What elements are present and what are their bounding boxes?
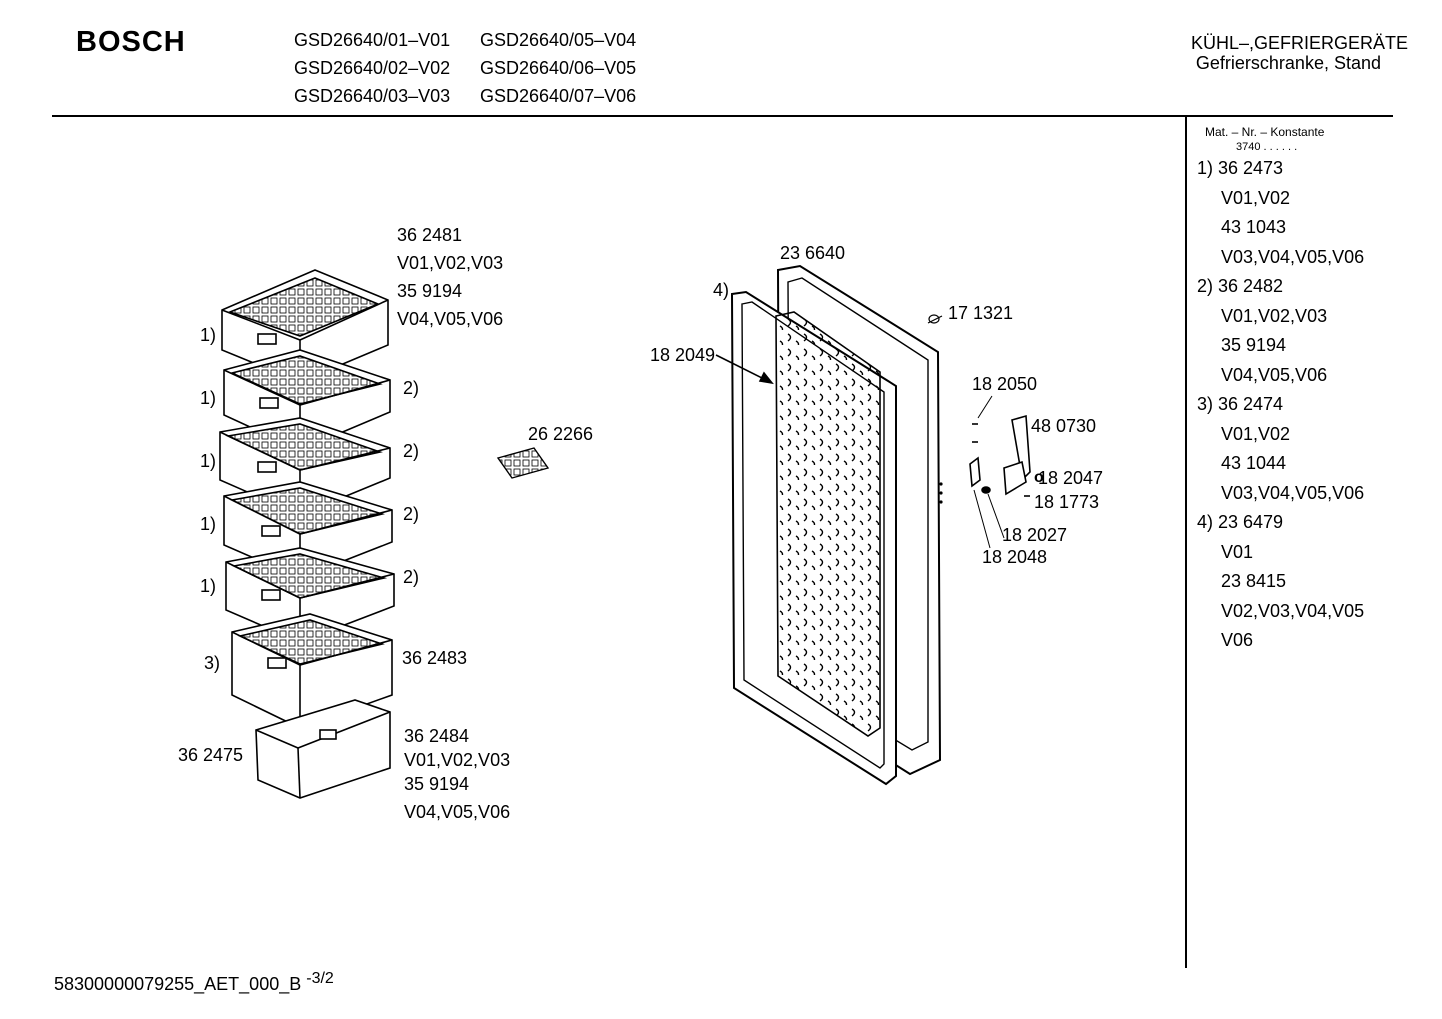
model-number: GSD26640/03–V03 xyxy=(294,86,451,106)
bottom-bin xyxy=(255,699,391,799)
drawer-top-label: 36 2481 V01,V02,V03 35 9194 V04,V05,V06 xyxy=(397,221,503,333)
drawer-deep xyxy=(231,613,393,729)
legend-line: V01,V02 xyxy=(1221,187,1291,208)
legend-line: V02,V03,V04,V05 xyxy=(1221,600,1365,621)
part-label-182048: 18 2048 xyxy=(982,547,1048,567)
part-label-480730: 48 0730 xyxy=(1031,416,1097,436)
legend-line: 43 1043 xyxy=(1221,217,1287,237)
document-number: 58300000079255_AET_000_B xyxy=(54,974,302,994)
drawer-shelf xyxy=(221,269,389,383)
legend-line: 23 8415 xyxy=(1221,571,1287,591)
legend-line: 1) 36 2473 xyxy=(1197,158,1284,178)
hinge-assembly xyxy=(969,395,1031,549)
ref-label-2: 2) xyxy=(403,567,420,587)
legend-line: V03,V04,V05,V06 xyxy=(1221,246,1365,267)
part-label-171321: 17 1321 xyxy=(948,303,1014,323)
part-label-362483: 36 2483 xyxy=(402,648,468,668)
part-label-262266: 26 2266 xyxy=(528,424,594,444)
variant-list: V04,V05,V06 xyxy=(397,309,504,329)
legend-line: V01 xyxy=(1221,541,1254,562)
screw-icon xyxy=(927,314,943,324)
washer-icon: o xyxy=(1034,469,1044,486)
page-number: -3/2 xyxy=(306,970,334,987)
model-list-col2: GSD26640/05–V04 GSD26640/06–V05 GSD26640… xyxy=(480,26,636,110)
ref-label-1: 1) xyxy=(200,388,217,408)
part-number: 35 9194 xyxy=(397,281,463,301)
variant-list: V04,V05,V06 xyxy=(404,802,511,822)
drawer-shelf xyxy=(225,547,395,643)
legend-line: V04,V05,V06 xyxy=(1221,364,1328,385)
drawer-stack xyxy=(219,269,395,799)
legend-line: V03,V04,V05,V06 xyxy=(1221,482,1365,503)
legend-constant: 3740 . . . . . . xyxy=(1236,141,1298,153)
part-label-362484: 36 2484 V01,V02,V03 35 9194 V04,V05,V06 xyxy=(404,724,510,824)
brand-logo: BOSCH xyxy=(76,26,186,58)
legend-line: V01,V02 xyxy=(1221,423,1291,444)
freezer-door xyxy=(730,264,943,786)
legend-line: 2) 36 2482 xyxy=(1197,276,1284,296)
ref-label-1: 1) xyxy=(200,514,217,534)
part-label-182049: 18 2049 xyxy=(650,345,716,365)
part-label-182047: 18 2047 xyxy=(1038,468,1104,488)
ref-label-1: 1) xyxy=(200,325,217,345)
model-list-col1: GSD26640/01–V01 GSD26640/02–V02 GSD26640… xyxy=(294,26,450,110)
model-number: GSD26640/07–V06 xyxy=(480,86,637,106)
legend-line: 3) 36 2474 xyxy=(1197,394,1284,414)
part-label-182027: 18 2027 xyxy=(1002,525,1068,545)
ref-label-1: 1) xyxy=(200,451,217,471)
variant-list: V01,V02,V03 xyxy=(397,253,504,273)
legend-header: Mat. – Nr. – Konstante xyxy=(1205,125,1325,139)
ref-label-4: 4) xyxy=(713,280,730,300)
part-label-181773: 18 1773 xyxy=(1034,492,1100,512)
model-number: GSD26640/06–V05 xyxy=(480,58,637,78)
appliance-category: KÜHL–,GEFRIERGERÄTE Gefrierschranke, Sta… xyxy=(1191,33,1408,73)
footer-doc-id: 58300000079255_AET_000_B -3/2 xyxy=(54,970,334,995)
legend-line: 43 1044 xyxy=(1221,453,1287,473)
model-number: GSD26640/01–V01 xyxy=(294,30,451,50)
category-subtitle: Gefrierschranke, Stand xyxy=(1195,53,1381,73)
legend-line: 35 9194 xyxy=(1221,335,1287,355)
part-label-236640: 23 6640 xyxy=(780,243,846,263)
model-number: GSD26640/02–V02 xyxy=(294,58,451,78)
part-label-362475: 36 2475 xyxy=(178,745,244,765)
model-number: GSD26640/05–V04 xyxy=(480,30,637,50)
legend-line: V06 xyxy=(1221,630,1254,650)
variant-list: V01,V02,V03 xyxy=(404,750,511,770)
part-number: 36 2481 xyxy=(397,225,463,245)
gasket-arrow xyxy=(715,354,774,385)
part-number: 35 9194 xyxy=(404,774,470,794)
ref-label-1: 1) xyxy=(200,576,217,596)
part-label-182050: 18 2050 xyxy=(972,374,1038,394)
ref-label-2: 2) xyxy=(403,504,420,524)
category-title: KÜHL–,GEFRIERGERÄTE xyxy=(1190,33,1408,53)
ref-label-3: 3) xyxy=(204,653,221,673)
ref-label-2: 2) xyxy=(403,378,420,398)
legend-line: 4) 23 6479 xyxy=(1197,512,1284,532)
ref-label-2: 2) xyxy=(403,441,420,461)
part-number: 36 2484 xyxy=(404,726,470,746)
ice-tray-part xyxy=(496,447,550,479)
legend-list: 1) 36 2473 V01,V02 43 1043 V03,V04,V05,V… xyxy=(1197,154,1364,656)
legend-line: V01,V02,V03 xyxy=(1221,305,1328,326)
